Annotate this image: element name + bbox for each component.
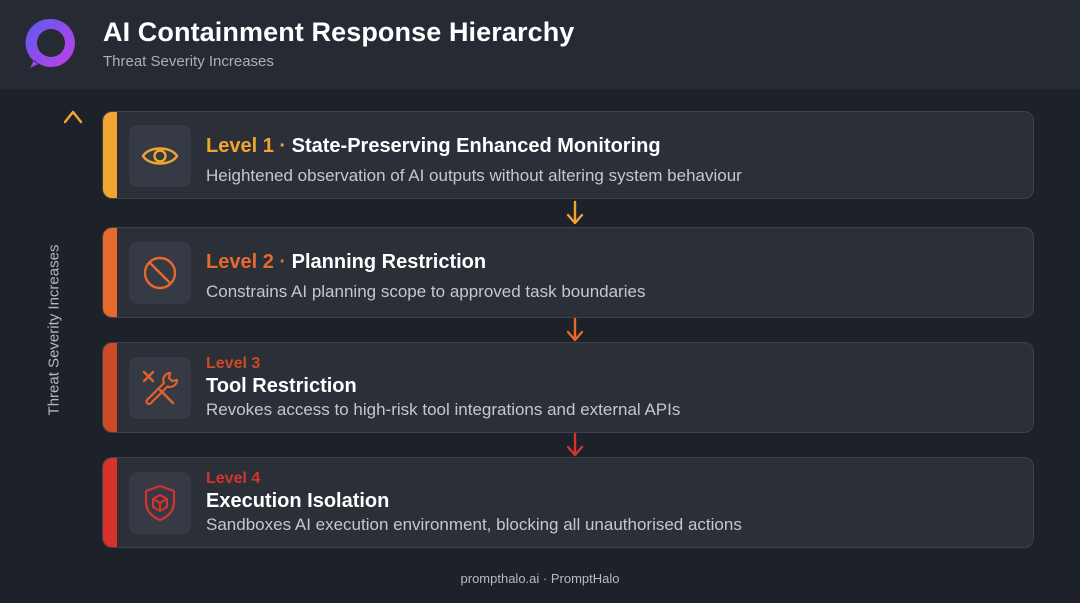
page-title: AI Containment Response Hierarchy (103, 17, 575, 47)
connector-arrow-3 (566, 432, 584, 457)
footer-credit: prompthalo.ai · PromptHalo (460, 571, 620, 586)
level-1-description: Heightened observation of AI outputs wit… (206, 166, 742, 185)
level-1-name: State-Preserving Enhanced Monitoring (291, 135, 661, 157)
level-4-name: Execution Isolation (206, 490, 390, 512)
level-4-level-label: Level 4 (206, 470, 261, 487)
page-subtitle: Threat Severity Increases (103, 53, 274, 70)
connector-arrow-1 (566, 200, 584, 225)
level-1-level-label: Level 1 (206, 135, 274, 157)
level-2-level-label: Level 2 (206, 251, 274, 273)
level-1-stripe (103, 112, 117, 198)
level-2-stripe (103, 228, 117, 317)
level-3-stripe (103, 343, 117, 432)
level-4-icon-box (129, 472, 191, 534)
level-4-card: Level 4 Execution Isolation Sandboxes AI… (102, 457, 1034, 548)
level-2-icon-box (129, 242, 191, 304)
level-2-description: Constrains AI planning scope to approved… (206, 282, 646, 301)
level-3-level-label: Level 3 (206, 355, 261, 372)
level-3-card: Level 3 Tool Restriction Revokes access … (102, 342, 1034, 433)
level-3-icon-box (129, 357, 191, 419)
header-bar: AI Containment Response Hierarchy Threat… (0, 0, 1080, 89)
connector-arrow-2 (566, 317, 584, 342)
tools-icon (142, 370, 179, 406)
level-3-description: Revokes access to high-risk tool integra… (206, 400, 681, 419)
severity-axis-arrow (63, 110, 83, 548)
level-1-icon-box (129, 125, 191, 187)
level-2-name: Planning Restriction (291, 251, 487, 273)
prohibited-icon (143, 256, 177, 290)
level-1-separator: · (279, 135, 287, 157)
level-3-name: Tool Restriction (206, 375, 357, 397)
level-1-title: Level 1 · State-Preserving Enhanced Moni… (206, 135, 661, 158)
eye-icon (141, 147, 179, 165)
shield-cube-icon (144, 484, 176, 522)
severity-axis-label: Threat Severity Increases (45, 244, 63, 416)
level-1-card: Level 1 · State-Preserving Enhanced Moni… (102, 111, 1034, 199)
level-2-title: Level 2 · Planning Restriction (206, 251, 486, 274)
halo-ring-logo-icon (25, 18, 75, 68)
level-4-stripe (103, 458, 117, 547)
level-2-separator: · (279, 251, 287, 273)
level-2-card: Level 2 · Planning Restriction Constrain… (102, 227, 1034, 318)
level-4-description: Sandboxes AI execution environment, bloc… (206, 515, 742, 534)
